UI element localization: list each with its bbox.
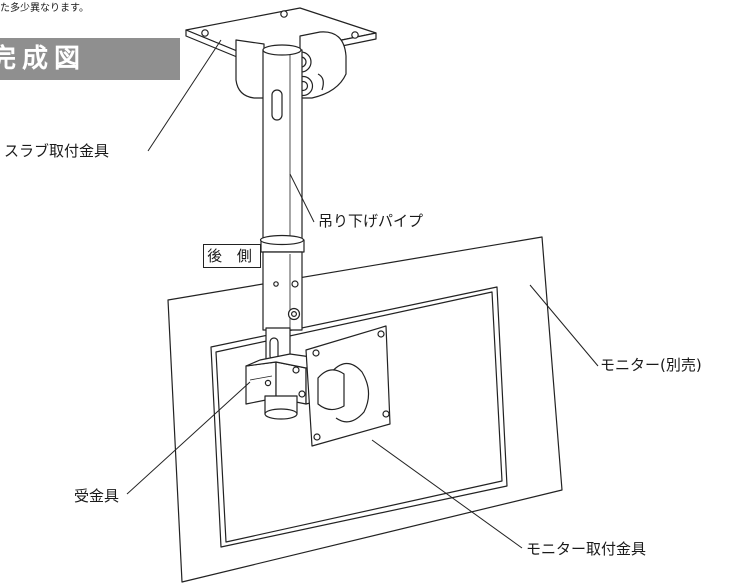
pipe-slot <box>271 89 283 121</box>
label-receiver-bracket: 受金具 <box>74 487 120 505</box>
leader-monitor <box>529 284 599 367</box>
leader-slab-bracket <box>147 39 222 152</box>
label-slab-bracket: スラブ取付金具 <box>4 142 110 160</box>
label-monitor-bracket: モニター取付金具 <box>526 540 647 558</box>
monitor-screen-inner <box>215 291 503 543</box>
pipe-knob <box>287 307 301 321</box>
leader-hanging-pipe <box>289 173 315 223</box>
leader-monitor-bracket <box>371 439 523 549</box>
label-monitor: モニター(別売) <box>600 356 702 374</box>
leader-receiver-bracket <box>126 381 251 495</box>
label-hanging-pipe: 吊り下げパイプ <box>318 212 424 230</box>
slab-ear-left <box>235 39 265 99</box>
page-title-text: 完成図 <box>0 44 87 74</box>
page-title: 完成図 <box>0 38 180 80</box>
label-rear-side: 後 側 <box>203 244 261 268</box>
partial-note: た多少異なります。 <box>0 3 89 14</box>
pipe-upper <box>262 49 303 249</box>
